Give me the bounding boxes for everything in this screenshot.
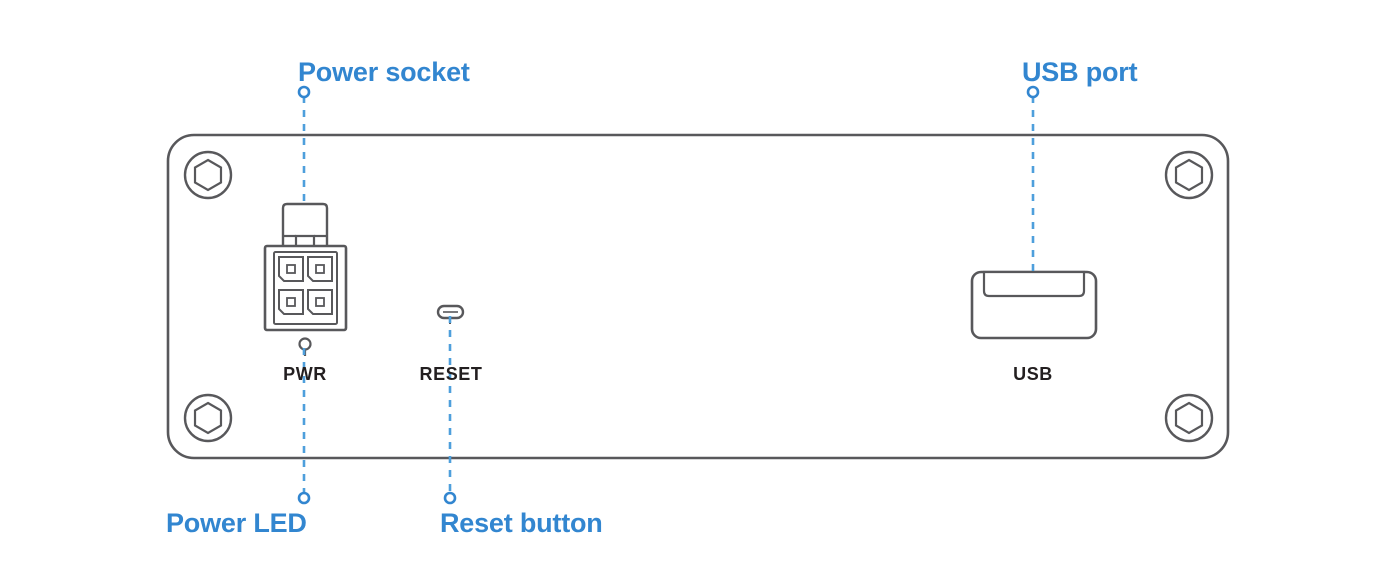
- silkscreen-label-reset: RESET: [419, 364, 482, 384]
- callout-label-usb-port: USB port: [1022, 57, 1138, 87]
- usb-port-connector[interactable]: [970, 270, 1098, 340]
- leader-endpoints: [297, 85, 1040, 505]
- endpoint-power-socket: [297, 85, 311, 99]
- connector-pin: [315, 264, 325, 274]
- power-socket-connector[interactable]: [263, 202, 348, 332]
- hex-socket-icon: [1174, 158, 1204, 192]
- usb-port-tongue: [982, 270, 1086, 298]
- hex-socket-icon: [1174, 401, 1204, 435]
- screw-bottom-left: [183, 393, 233, 443]
- connector-pin: [286, 264, 296, 274]
- leader-lines: [302, 96, 1035, 494]
- callout-label-power-socket: Power socket: [298, 57, 470, 87]
- connector-pin: [286, 297, 296, 307]
- silkscreen-label-pwr: PWR: [283, 364, 327, 384]
- screw-bottom-right: [1164, 393, 1214, 443]
- callout-label-reset-button: Reset button: [440, 508, 603, 538]
- screw-top-right: [1164, 150, 1214, 200]
- callout-label-power-led: Power LED: [166, 508, 307, 538]
- hex-socket-icon: [193, 401, 223, 435]
- screw-top-left: [183, 150, 233, 200]
- endpoint-power-led: [297, 491, 311, 505]
- silkscreen-label-usb: USB: [1013, 364, 1053, 384]
- panel-body: [166, 133, 1230, 460]
- endpoint-usb-port: [1026, 85, 1040, 99]
- hex-socket-icon: [193, 158, 223, 192]
- endpoint-reset-button: [443, 491, 457, 505]
- connector-pin: [315, 297, 325, 307]
- panel-outline: [166, 133, 1230, 460]
